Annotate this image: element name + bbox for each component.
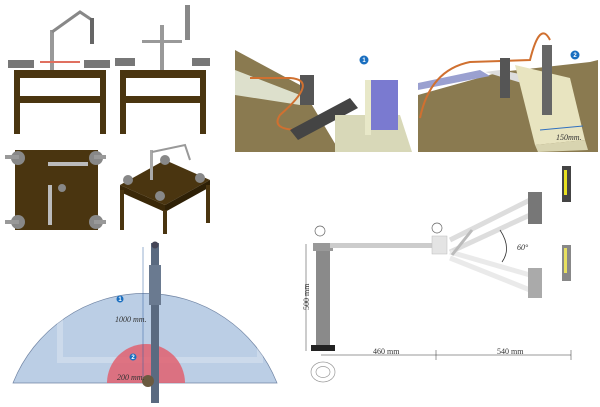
photo1-badge-label: 1 — [362, 58, 366, 64]
table-front-view-1 — [8, 10, 110, 134]
table-top-view — [5, 150, 106, 230]
arm2-dimension-label: 540 mm — [497, 347, 524, 356]
outer-radius-label: 1000 mm. — [115, 315, 147, 324]
tapping-vise-illustration: 1 — [235, 30, 412, 152]
arm1-dimension-label: 460 mm — [373, 347, 400, 356]
badge-2 — [570, 50, 580, 60]
inner-zone-badge: 2 — [131, 355, 135, 361]
reach-zone-diagram: 1 2 1000 mm. 200 mm. — [12, 241, 278, 403]
arm-dimension-drawing: 60° 500 mm 460 mm 540 mm — [302, 166, 572, 383]
height-dimension-label: 500 mm — [302, 283, 311, 310]
angle-label: 60° — [517, 243, 529, 252]
outer-zone-badge: 1 — [118, 297, 122, 303]
inner-radius-label: 200 mm. — [117, 373, 145, 382]
table-isometric-view — [120, 143, 210, 234]
channel-width-label: 150mm. — [556, 133, 582, 142]
badge-1 — [359, 55, 369, 65]
photo2-badge-label: 2 — [573, 53, 577, 59]
tapping-channel-illustration: 150mm. 2 — [418, 30, 598, 152]
table-side-view — [115, 5, 210, 134]
